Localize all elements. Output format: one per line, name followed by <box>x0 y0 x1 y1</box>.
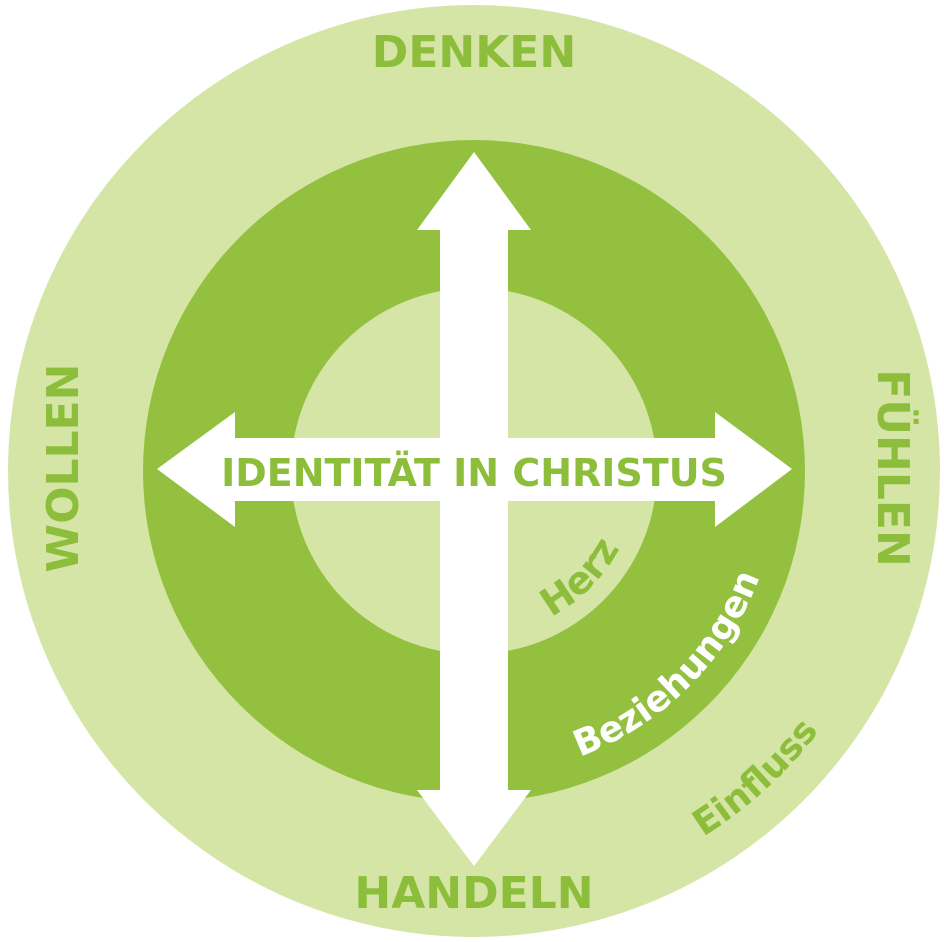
label-identitaet-in-christus: IDENTITÄT IN CHRISTUS <box>221 451 727 495</box>
vertical-double-arrow <box>417 152 531 866</box>
label-fuehlen: FÜHLEN <box>867 369 920 567</box>
horizontal-double-arrow <box>157 412 792 527</box>
label-handeln: HANDELN <box>354 868 593 919</box>
label-denken: DENKEN <box>372 27 576 78</box>
label-wollen: WOLLEN <box>38 364 89 573</box>
